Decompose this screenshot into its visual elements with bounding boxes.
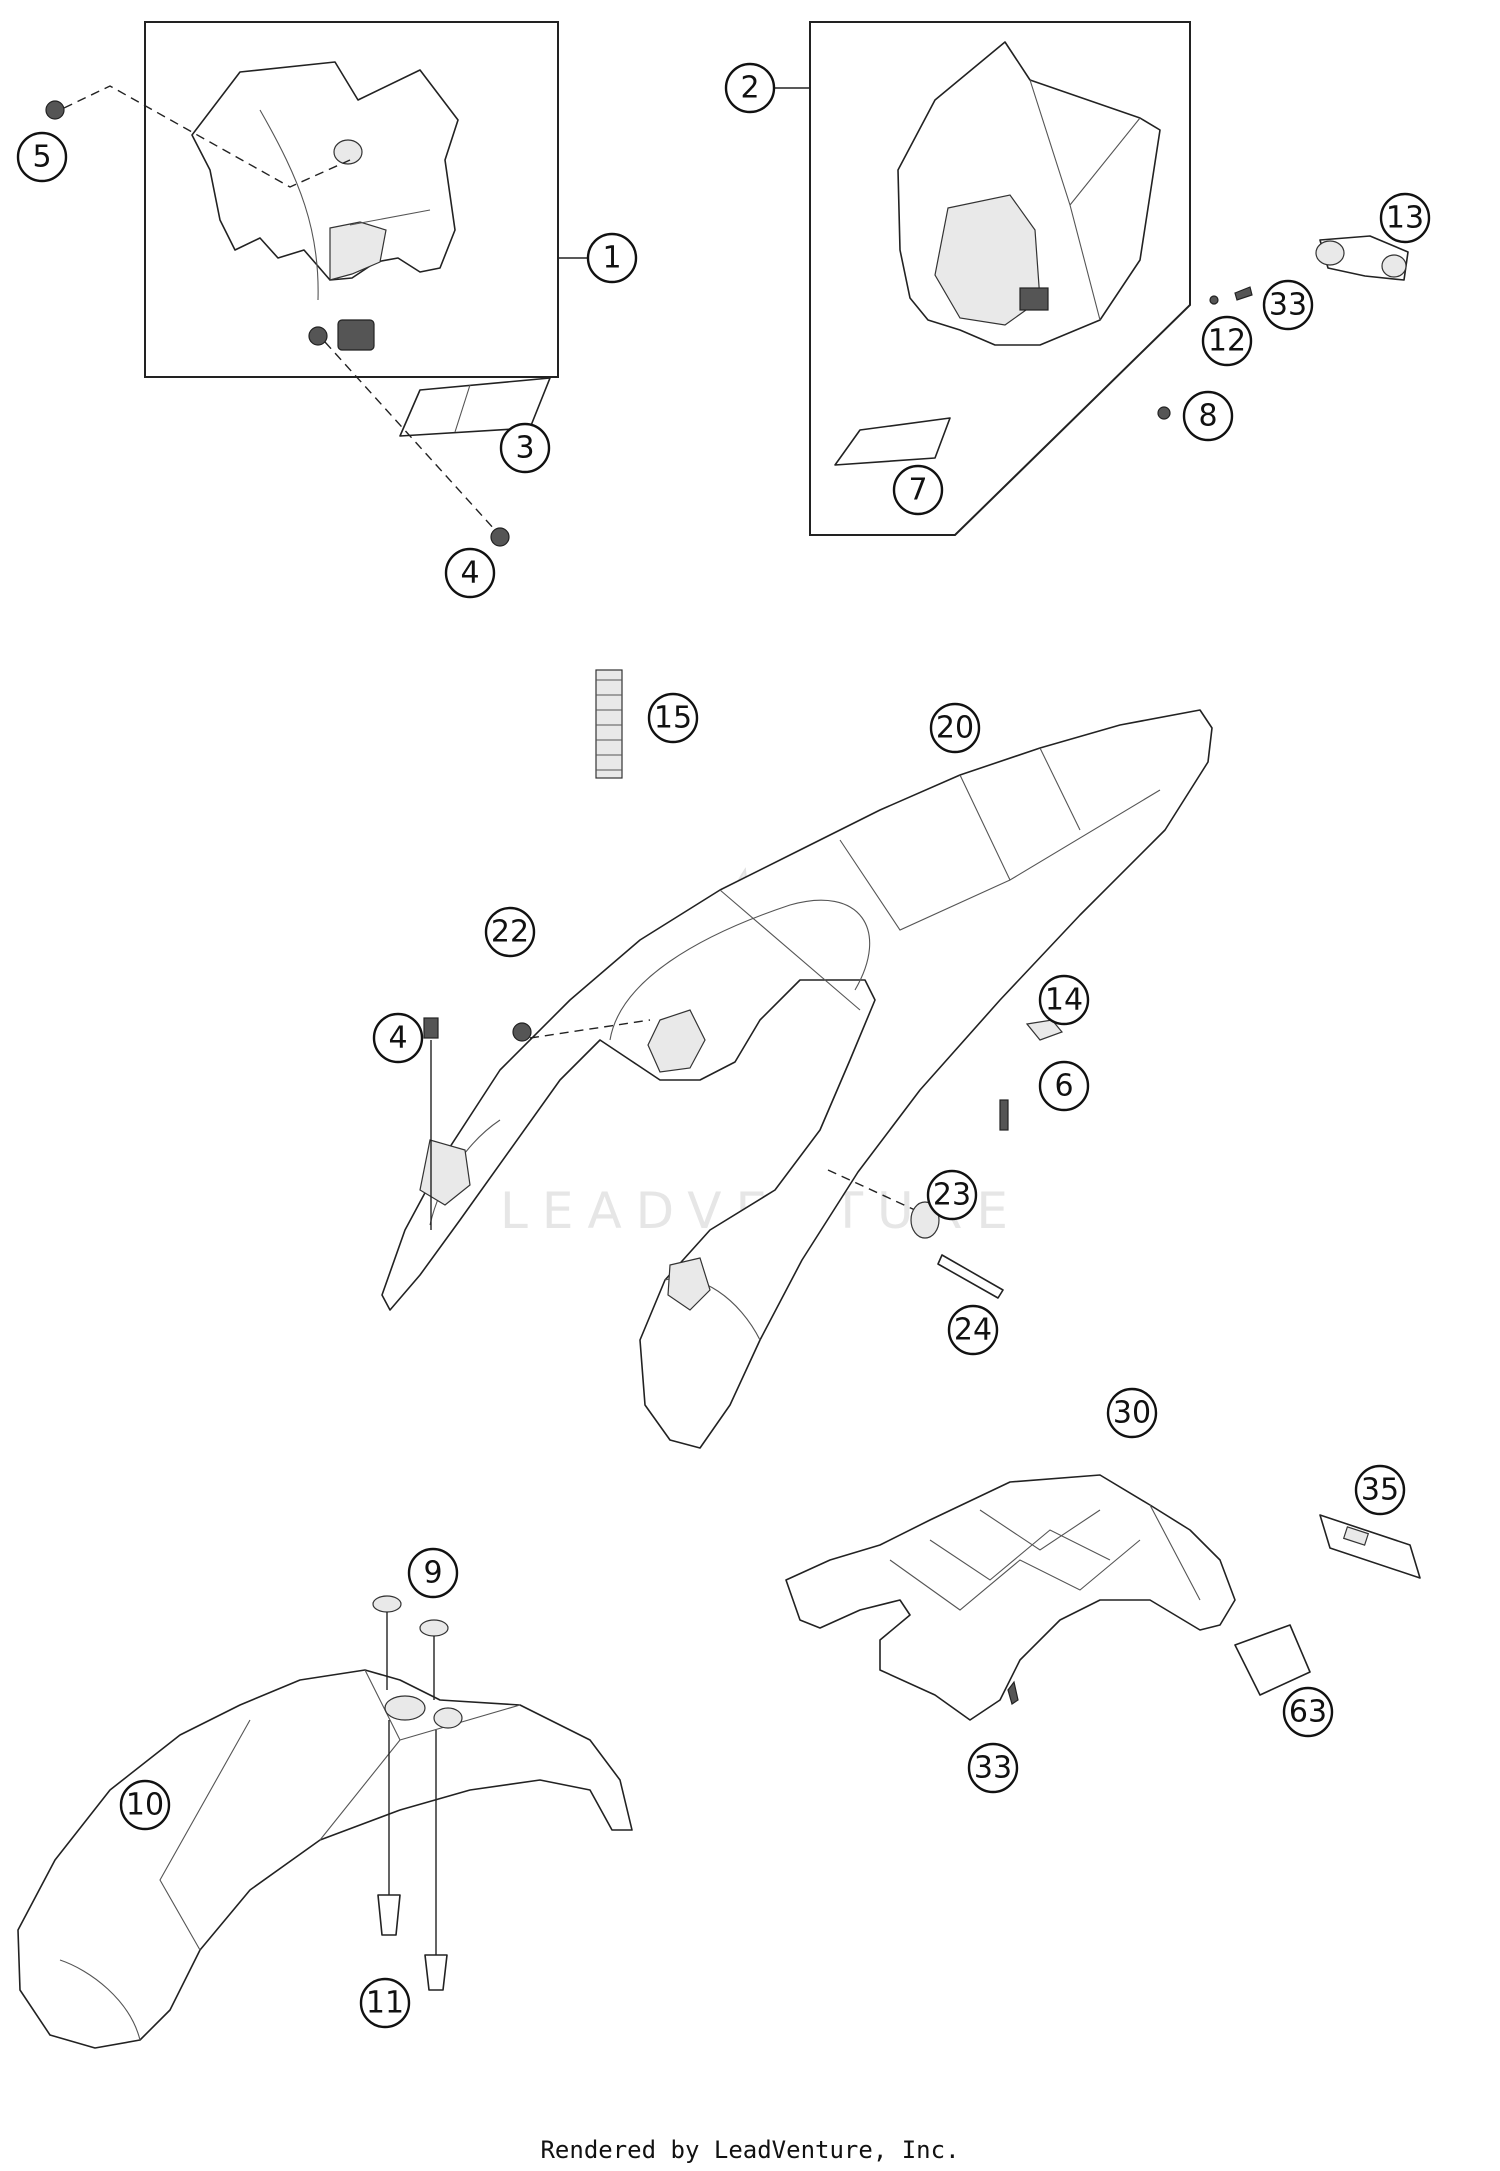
callout-12: 12 [1201,315,1253,367]
callout-15: 15 [647,692,699,744]
svg-text:15: 15 [654,701,692,736]
svg-text:23: 23 [933,1178,971,1213]
rear-fender-hardware [423,1017,1064,1299]
callout-30: 30 [1106,1387,1158,1439]
rear-fender [381,709,1213,1449]
svg-text:3: 3 [515,431,534,466]
svg-text:11: 11 [366,1986,404,2021]
callout-6: 6 [1038,1060,1090,1112]
hardware-right [1157,286,1253,420]
svg-text:30: 30 [1113,1396,1151,1431]
svg-text:22: 22 [491,915,529,950]
callout-5: 5 [16,131,68,183]
svg-text:14: 14 [1045,983,1083,1018]
callout-35: 35 [1354,1464,1406,1516]
svg-text:13: 13 [1386,201,1424,236]
number-plate-front [191,61,459,351]
callout-33a: 33 [1262,279,1314,331]
callout-20: 20 [929,702,981,754]
callout-14: 14 [1038,974,1090,1026]
callout-7: 7 [892,464,944,516]
bracket-15 [595,669,623,779]
callout-2: 2 [724,62,776,114]
group-frame-1 [144,21,559,378]
callout-4b: 4 [372,1012,424,1064]
svg-text:7: 7 [908,473,927,508]
svg-text:6: 6 [1054,1069,1073,1104]
screw-33b [1007,1680,1019,1705]
svg-text:35: 35 [1361,1473,1399,1508]
front-fender [17,1669,633,2049]
svg-text:33: 33 [974,1751,1012,1786]
headlight-mask [897,41,1161,346]
callout-3: 3 [499,422,551,474]
callout-10: 10 [119,1779,171,1831]
callout-11: 11 [359,1977,411,2029]
callout-8: 8 [1182,390,1234,442]
callout-1: 1 [586,232,638,284]
callout-63: 63 [1282,1686,1334,1738]
callout-22: 22 [484,906,536,958]
callout-23: 23 [926,1169,978,1221]
footer-credit: Rendered by LeadVenture, Inc. [540,2136,960,2164]
svg-text:8: 8 [1198,399,1217,434]
svg-text:2: 2 [740,71,759,106]
svg-text:4: 4 [388,1021,407,1056]
svg-text:4: 4 [460,556,479,591]
rear-fender-inner-30 [785,1474,1236,1721]
svg-text:9: 9 [423,1556,442,1591]
headlight-clip-13 [1315,235,1409,281]
svg-text:12: 12 [1208,324,1246,359]
callout-4a: 4 [444,547,496,599]
svg-text:63: 63 [1289,1695,1327,1730]
reflector-35 [1319,1514,1421,1579]
callout-9: 9 [407,1547,459,1599]
svg-text:10: 10 [126,1788,164,1823]
callout-24: 24 [947,1304,999,1356]
decal-7 [834,417,951,466]
svg-text:1: 1 [602,241,621,276]
fasteners-box-1 [45,85,510,547]
plate-63 [1234,1624,1311,1696]
callout-33b: 33 [967,1742,1019,1794]
svg-text:20: 20 [936,711,974,746]
group-box-2 [775,21,1191,536]
front-fender-hardware [372,1595,449,1991]
svg-text:24: 24 [954,1313,992,1348]
svg-text:33: 33 [1269,288,1307,323]
group-box-1 [144,21,588,378]
group-frame-2 [809,21,1191,536]
callout-13: 13 [1379,192,1431,244]
svg-text:5: 5 [32,140,51,175]
